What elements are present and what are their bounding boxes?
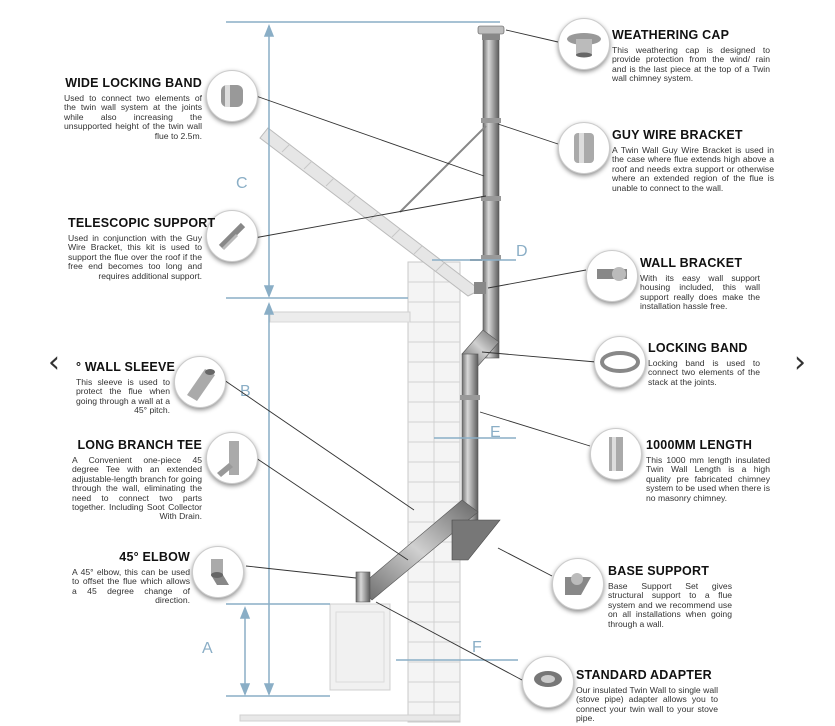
wide-locking-band-icon <box>221 85 243 107</box>
base-support-label: BASE SUPPORT Base Support Set gives stru… <box>608 564 732 629</box>
next-arrow-icon[interactable]: › <box>794 345 806 380</box>
wide-locking-band-desc: Used to connect two elements of the twin… <box>64 93 202 141</box>
wide-locking-band-label: WIDE LOCKING BAND Used to connect two el… <box>64 76 202 141</box>
guy-wire-bracket-icon <box>574 133 594 163</box>
telescopic-support-icon <box>218 222 246 251</box>
dim-c: C <box>236 175 248 192</box>
length-1000mm-title: 1000MM LENGTH <box>646 438 753 452</box>
elbow-45-thumbnail <box>192 546 244 598</box>
weathering-cap-thumbnail <box>558 18 610 70</box>
wall-sleeve-desc: This sleeve is used to protect the flue … <box>76 377 170 416</box>
wall-bracket-desc: With its easy wall support housing inclu… <box>640 273 760 312</box>
flue-pipe <box>355 25 505 603</box>
long-branch-tee-desc: A Convenient one-piece 45 degree Tee wit… <box>72 455 202 522</box>
base-support-icon <box>565 573 591 595</box>
roof <box>259 127 481 297</box>
locking-band-icon <box>600 351 640 373</box>
pipe-length-icon <box>609 437 623 471</box>
leader-lines <box>223 29 597 681</box>
locking-band-title: LOCKING BAND <box>648 341 748 355</box>
elbow-45-desc: A 45° elbow, this can be used to offset … <box>72 567 190 606</box>
wall-bracket-title: WALL BRACKET <box>640 256 743 270</box>
long-branch-tee-title: LONG BRANCH TEE <box>77 438 202 452</box>
wall-sleeve-title: ° WALL SLEEVE <box>76 360 176 374</box>
prev-arrow-icon[interactable]: ‹ <box>48 345 60 380</box>
wall-sleeve-icon <box>187 369 215 401</box>
standard-adapter-desc: Our insulated Twin Wall to single wall (… <box>576 685 718 724</box>
standard-adapter-thumbnail <box>522 656 574 708</box>
dimension-lines <box>226 21 518 697</box>
standard-adapter-title: STANDARD ADAPTER <box>576 668 712 682</box>
locking-band-thumbnail <box>594 336 646 388</box>
locking-band-label: LOCKING BAND Locking band is used to con… <box>648 341 760 387</box>
long-branch-tee-label: LONG BRANCH TEE A Convenient one-piece 4… <box>72 438 202 522</box>
wall-sleeve-thumbnail <box>174 356 226 408</box>
guy-wire-bracket-title: GUY WIRE BRACKET <box>612 128 743 142</box>
weathering-cap-icon <box>567 33 601 58</box>
dim-f: F <box>472 639 482 656</box>
standard-adapter-icon <box>534 671 562 687</box>
length-1000mm-label: 1000MM LENGTH This 1000 mm length insula… <box>646 438 770 503</box>
house-wall <box>239 261 461 723</box>
dim-e: E <box>490 424 501 441</box>
elbow-45-title: 45° ELBOW <box>119 550 190 564</box>
guy-wire-bracket-label: GUY WIRE BRACKET A Twin Wall Guy Wire Br… <box>612 128 774 193</box>
wall-bracket-thumbnail <box>586 250 638 302</box>
dim-a: A <box>202 640 213 657</box>
telescopic-support-desc: Used in conjunction with the Guy Wire Br… <box>68 233 202 281</box>
telescopic-support-label: TELESCOPIC SUPPORT Used in conjunction w… <box>68 216 216 281</box>
base-support-thumbnail <box>552 558 604 610</box>
wall-sleeve-label: ° WALL SLEEVE This sleeve is used to pro… <box>76 360 176 416</box>
locking-band-desc: Locking band is used to connect two elem… <box>648 358 760 387</box>
guy-wire-bracket-thumbnail <box>558 122 610 174</box>
weathering-cap-desc: This weathering cap is designed to provi… <box>612 45 770 84</box>
telescopic-support-title: TELESCOPIC SUPPORT <box>68 216 216 230</box>
weathering-cap-title: WEATHERING CAP <box>612 28 730 42</box>
wide-locking-band-title: WIDE LOCKING BAND <box>65 76 202 90</box>
standard-adapter-label: STANDARD ADAPTER Our insulated Twin Wall… <box>576 668 718 724</box>
stove <box>329 603 391 691</box>
telescopic-support-thumbnail <box>206 210 258 262</box>
wall-bracket-label: WALL BRACKET With its easy wall support … <box>640 256 760 312</box>
weathering-cap-label: WEATHERING CAP This weathering cap is de… <box>612 28 770 84</box>
long-branch-tee-thumbnail <box>206 432 258 484</box>
dim-d: D <box>516 243 528 260</box>
base-support-desc: Base Support Set gives structural suppor… <box>608 581 732 629</box>
base-support-title: BASE SUPPORT <box>608 564 710 578</box>
dim-b: B <box>240 383 251 400</box>
long-branch-tee-icon <box>217 441 239 477</box>
elbow-45-icon <box>211 559 229 585</box>
guy-wire-bracket-desc: A Twin Wall Guy Wire Bracket is used in … <box>612 145 774 193</box>
wide-locking-band-thumbnail <box>206 70 258 122</box>
elbow-45-label: 45° ELBOW A 45° elbow, this can be used … <box>72 550 190 606</box>
length-1000mm-desc: This 1000 mm length insulated Twin Wall … <box>646 455 770 503</box>
length-1000mm-thumbnail <box>590 428 642 480</box>
wall-bracket-icon <box>597 267 627 281</box>
